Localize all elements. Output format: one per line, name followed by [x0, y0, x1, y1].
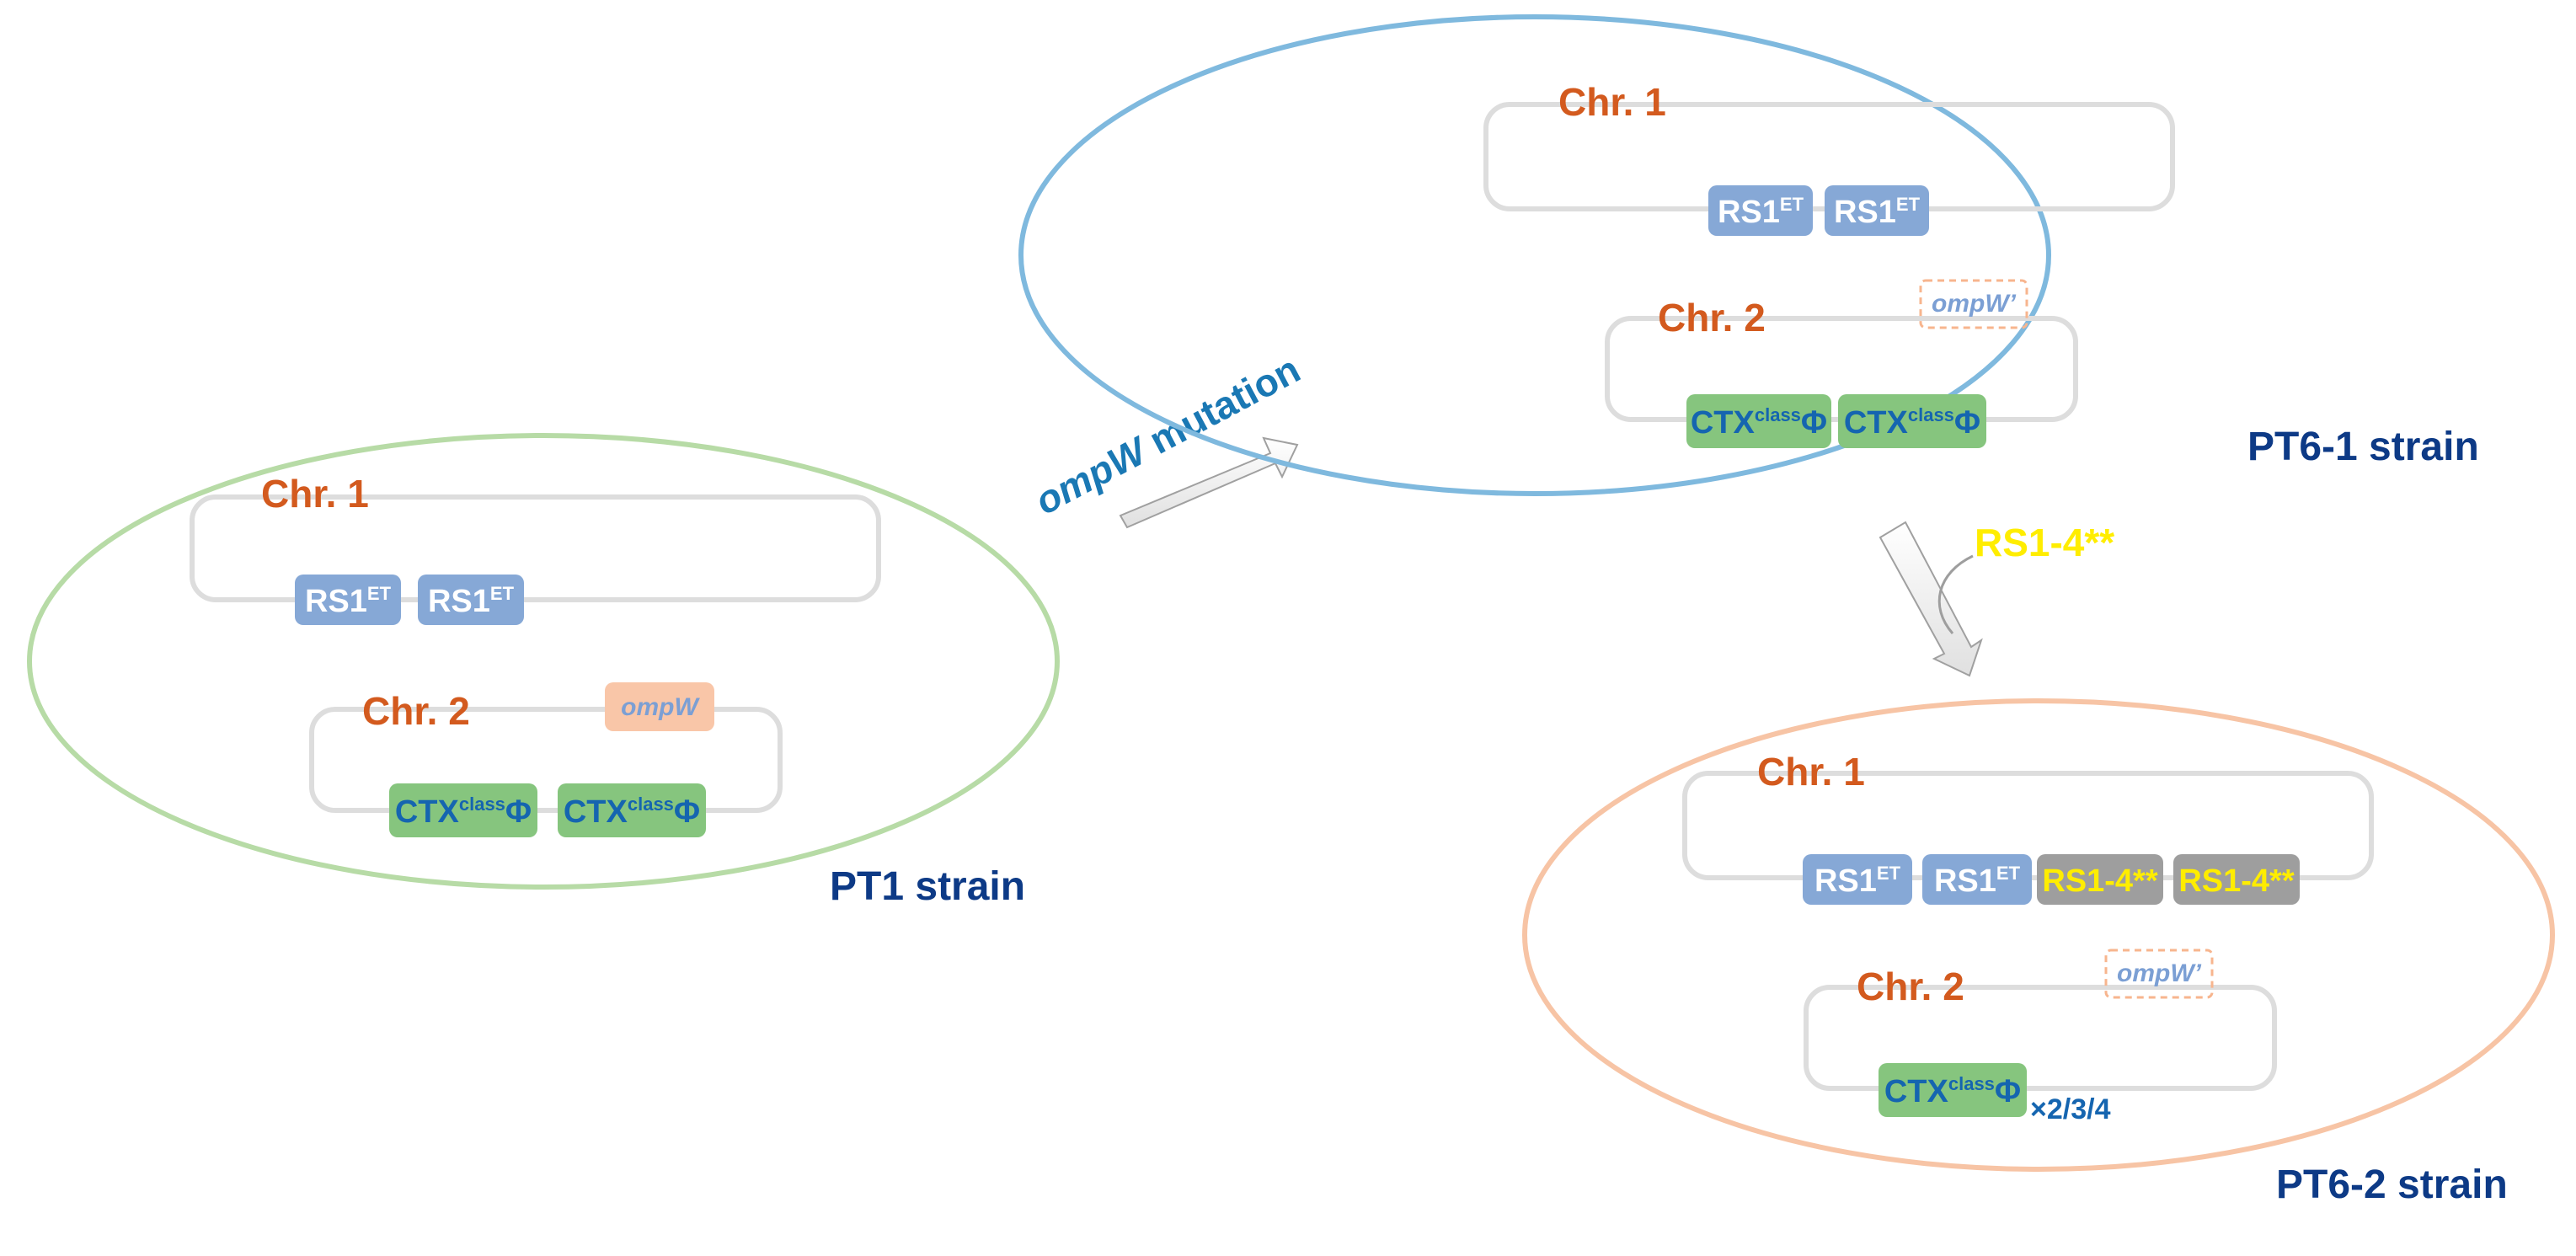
- svg-text:CTXclassΦ: CTXclassΦ: [564, 794, 700, 830]
- pt6-1-rs1-block-1: RS1ET: [1708, 185, 1813, 236]
- pt6-2-chr1-label: Chr. 1: [1757, 750, 1865, 794]
- svg-text:RS1ET: RS1ET: [1834, 194, 1921, 230]
- svg-text:RS1ET: RS1ET: [1934, 863, 2021, 899]
- pt1-cell-outline: [27, 433, 1060, 890]
- pt6-2-ctx-multiplier: ×2/3/4: [2030, 1093, 2111, 1125]
- insertion-arrow-shape: [1879, 521, 1983, 677]
- pt6-1-ctx-block-1: CTXclassΦ: [1686, 394, 1831, 448]
- pt6-1-chr2-label: Chr. 2: [1658, 296, 1766, 339]
- svg-text:RS1ET: RS1ET: [305, 583, 392, 619]
- svg-text:CTXclassΦ: CTXclassΦ: [1691, 404, 1827, 441]
- pt6-2-chr2-loop: [1804, 985, 2277, 1091]
- pt6-2-rs1-block-2: RS1ET: [1922, 854, 2032, 905]
- svg-text:RS1-4**: RS1-4**: [2178, 863, 2294, 899]
- svg-text:ompW’: ompW’: [1932, 290, 2017, 318]
- ompw-mutation-arrow: ompW mutation: [1028, 347, 1307, 529]
- pt1-chr1-loop: [190, 494, 881, 602]
- svg-text:CTXclassΦ: CTXclassΦ: [395, 794, 532, 830]
- pt6-2-chr2-label: Chr. 2: [1857, 965, 1964, 1008]
- pt6-2-strain-cell: Chr. 1 RS1ET RS1ET RS1-4** RS1-4** Chr. …: [1522, 698, 2555, 1207]
- svg-text:RS1ET: RS1ET: [1718, 194, 1804, 230]
- pt1-rs1-block-1: RS1ET: [295, 575, 401, 625]
- pt6-1-ctx-block-2: CTXclassΦ: [1838, 394, 1986, 448]
- pt1-chr2-loop: [309, 707, 783, 813]
- svg-text:RS1ET: RS1ET: [428, 583, 515, 619]
- pt6-2-ctx-block: CTXclassΦ: [1879, 1063, 2027, 1117]
- rs1-4-insertion-arrow: RS1-4**: [1879, 521, 2114, 677]
- mutation-arrow-shape: [1119, 436, 1299, 529]
- pt6-2-rs1-block-1: RS1ET: [1803, 854, 1912, 905]
- pt6-2-rs1-4-block-1: RS1-4**: [2037, 854, 2163, 905]
- svg-text:ompW’: ompW’: [2117, 959, 2202, 987]
- pt1-ompw-block: ompW: [605, 682, 714, 731]
- pt1-strain-cell: Chr. 1 RS1ET RS1ET Chr. 2 ompW CTXclassΦ…: [27, 433, 1060, 909]
- pt6-1-rs1-block-2: RS1ET: [1825, 185, 1929, 236]
- pt1-ctx-block-2: CTXclassΦ: [558, 783, 706, 837]
- pt6-1-cell-outline: [1018, 14, 2051, 496]
- pt6-1-strain-cell: Chr. 1 RS1ET RS1ET Chr. 2 ompW’ CTXclass…: [1018, 14, 2479, 496]
- pt1-ctx-block-1: CTXclassΦ: [389, 783, 537, 837]
- svg-text:ompW: ompW: [621, 693, 700, 721]
- svg-text:CTXclassΦ: CTXclassΦ: [1884, 1073, 2021, 1109]
- insertion-curve: [1937, 554, 1974, 634]
- svg-text:RS1-4**: RS1-4**: [2042, 863, 2157, 899]
- pt6-2-cell-outline: [1522, 698, 2555, 1172]
- pt6-1-strain-label: PT6-1 strain: [2247, 425, 2479, 469]
- pt1-rs1-block-2: RS1ET: [418, 575, 524, 625]
- pt6-2-strain-label: PT6-2 strain: [2276, 1162, 2508, 1207]
- pt6-2-rs1-4-block-2: RS1-4**: [2173, 854, 2300, 905]
- svg-text:RS1ET: RS1ET: [1814, 863, 1901, 899]
- pt6-2-ompw-mutant-box: ompW’: [2104, 949, 2214, 999]
- pt6-1-ompw-mutant-box: ompW’: [1919, 279, 2028, 329]
- svg-text:CTXclassΦ: CTXclassΦ: [1844, 404, 1980, 441]
- insertion-arrow-label: RS1-4**: [1975, 521, 2114, 564]
- pt1-chr1-label: Chr. 1: [261, 472, 369, 516]
- pt6-1-chr1-label: Chr. 1: [1558, 80, 1666, 124]
- pt1-chr2-label: Chr. 2: [362, 689, 470, 733]
- pt1-strain-label: PT1 strain: [830, 864, 1025, 909]
